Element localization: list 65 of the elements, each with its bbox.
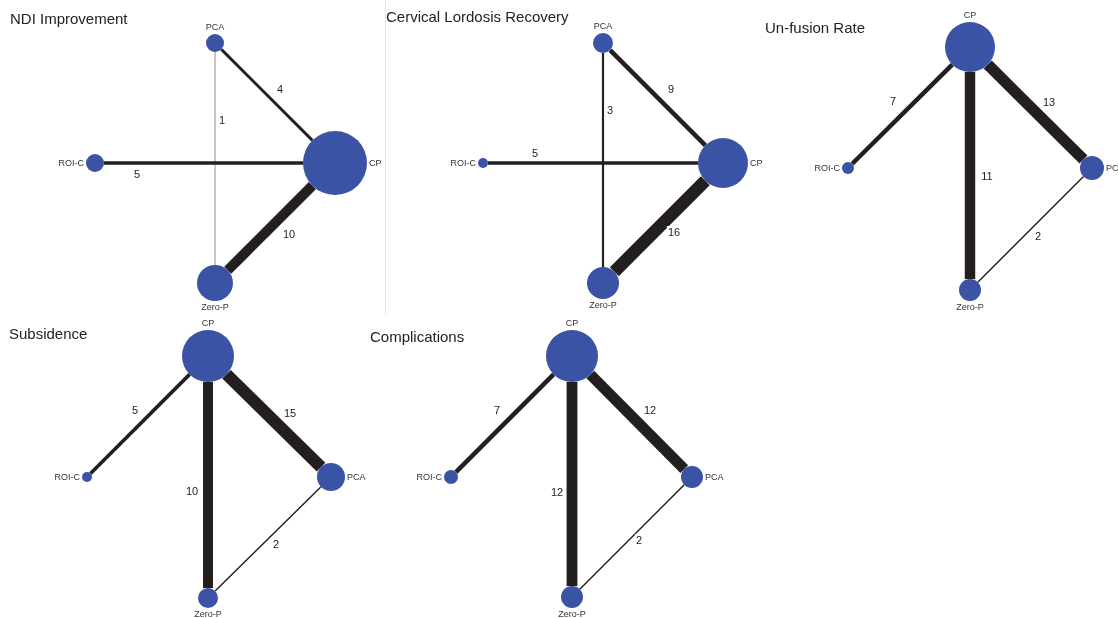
edge-label: 5 — [132, 167, 142, 181]
network-edge — [104, 161, 303, 165]
edge-label: 12 — [549, 485, 565, 499]
treatment-label: PCA — [347, 472, 366, 482]
network-edge — [579, 484, 685, 590]
panel-title: NDI Improvement — [10, 10, 128, 27]
treatment-label: PC — [1106, 163, 1118, 173]
network-edge — [224, 182, 316, 274]
network-edge — [850, 63, 954, 166]
edge-label: 7 — [888, 94, 898, 108]
edge-label: 12 — [642, 403, 658, 417]
network-edge — [488, 161, 698, 165]
network-edge — [601, 53, 605, 267]
treatment-label: Zero-P — [194, 610, 222, 618]
treatment-label: ROI-C — [814, 163, 840, 173]
treatment-label: CP — [750, 158, 763, 168]
edge-label: 10 — [281, 227, 297, 241]
edge-label: 2 — [634, 533, 644, 547]
network-edge — [586, 370, 689, 473]
panel-title: Complications — [370, 328, 465, 345]
network-edge — [983, 60, 1088, 164]
network-edge — [214, 51, 216, 266]
treatment-label: Zero-P — [201, 303, 229, 312]
network-edge — [203, 382, 213, 588]
treatment-label: PCA — [593, 22, 613, 31]
edge-label: 16 — [666, 225, 682, 239]
treatment-label: CP — [369, 158, 382, 168]
treatment-label: CP — [963, 11, 977, 20]
network-edge — [566, 382, 578, 586]
panel-title: Un-fusion Rate — [765, 19, 866, 36]
edge-label: 3 — [605, 103, 615, 117]
edge-label: 5 — [130, 403, 140, 417]
edge-label: 4 — [275, 82, 285, 96]
network-edge — [220, 48, 314, 142]
edge-label: 5 — [530, 146, 540, 160]
edge-label: 2 — [271, 537, 281, 551]
treatment-label: PCA — [205, 23, 225, 32]
treatment-label: ROI-C — [416, 472, 442, 482]
edge-label: 7 — [492, 403, 502, 417]
edge-label: 10 — [184, 484, 200, 498]
network-edge — [89, 373, 191, 475]
edge-label: 2 — [1033, 229, 1043, 243]
treatment-label: ROI-C — [450, 158, 476, 168]
treatment-label: CP — [565, 319, 579, 328]
edge-label: 15 — [282, 406, 298, 420]
treatment-label: ROI-C — [54, 472, 80, 482]
panel-title: Cervical Lordosis Recovery — [386, 8, 569, 25]
network-edge — [454, 372, 556, 474]
network-edge — [214, 486, 322, 592]
treatment-label: PCA — [705, 472, 724, 482]
network-edge — [609, 176, 710, 277]
panel-title: Subsidence — [9, 325, 88, 342]
edge-label: 11 — [980, 169, 994, 183]
treatment-label: Zero-P — [558, 610, 586, 618]
network-edge — [964, 72, 976, 279]
network-edge — [222, 369, 326, 472]
edge-label: 1 — [217, 113, 227, 127]
treatment-label: Zero-P — [589, 301, 617, 310]
network-edge — [608, 48, 707, 147]
edge-label: 13 — [1041, 95, 1057, 109]
network-edge — [977, 175, 1085, 283]
treatment-label: Zero-P — [956, 303, 984, 312]
treatment-label: CP — [201, 319, 215, 328]
treatment-label: ROI-C — [58, 158, 84, 168]
edge-label: 9 — [666, 82, 676, 96]
